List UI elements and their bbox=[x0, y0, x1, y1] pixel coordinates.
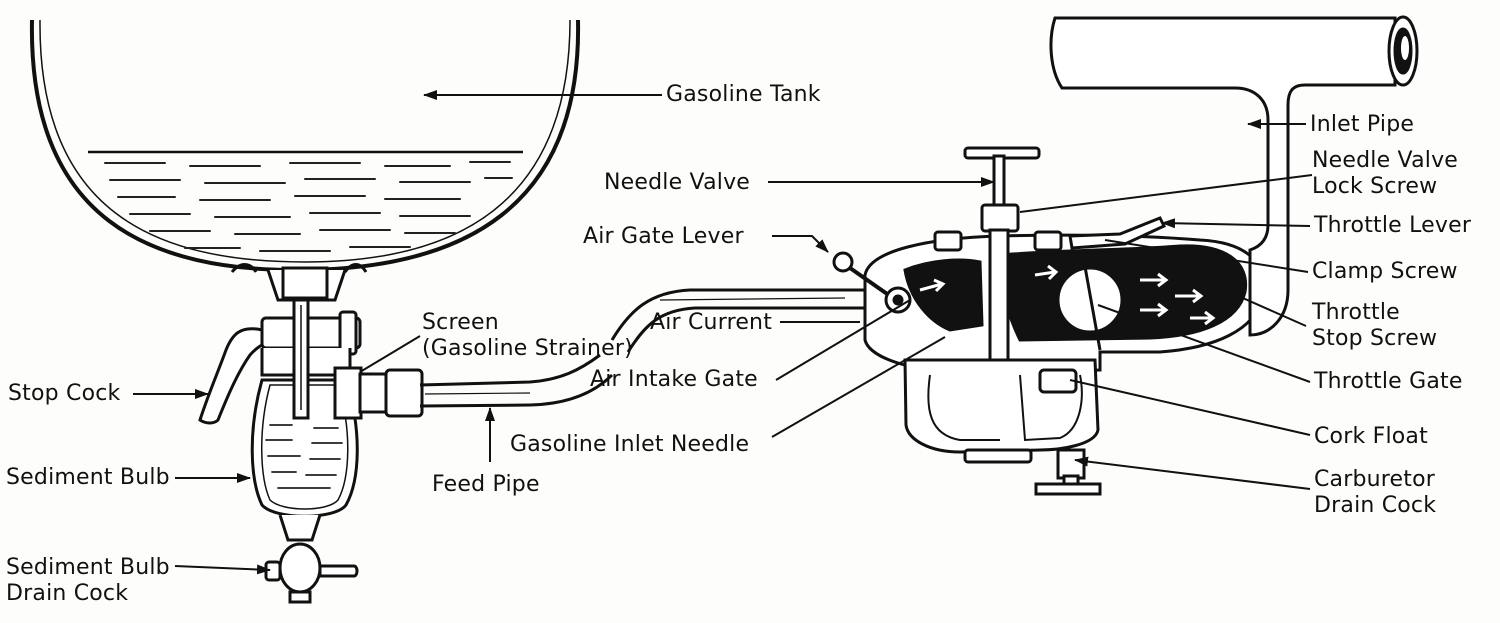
label-needle-valve-lock-screw-line1: Needle Valve bbox=[1312, 148, 1459, 173]
label-inlet-pipe: Inlet Pipe bbox=[1310, 112, 1415, 137]
label-clamp-screw: Clamp Screw bbox=[1312, 259, 1458, 284]
label-throttle-stop-screw: Throttle Stop Screw bbox=[1312, 300, 1437, 352]
leader-lines bbox=[133, 90, 1313, 575]
label-feed-pipe: Feed Pipe bbox=[432, 472, 540, 497]
label-carburetor-drain-cock-line2: Drain Cock bbox=[1314, 493, 1437, 518]
sediment-bulb-liquid bbox=[265, 424, 343, 489]
gasoline-liquid bbox=[104, 161, 513, 252]
label-screen-line1: Screen bbox=[422, 310, 499, 335]
label-cork-float: Cork Float bbox=[1314, 424, 1428, 449]
label-throttle-gate: Throttle Gate bbox=[1314, 369, 1463, 394]
label-needle-valve-lock-screw: Needle Valve Lock Screw bbox=[1312, 148, 1458, 200]
label-sediment-bulb-drain-cock-line1: Sediment Bulb bbox=[6, 555, 170, 580]
label-stop-cock: Stop Cock bbox=[8, 381, 121, 406]
label-sediment-bulb: Sediment Bulb bbox=[6, 465, 170, 490]
label-air-gate-lever: Air Gate Lever bbox=[583, 224, 744, 249]
label-carburetor-drain-cock: Carburetor Drain Cock bbox=[1314, 467, 1436, 519]
label-gasoline-inlet-needle: Gasoline Inlet Needle bbox=[510, 432, 750, 457]
label-throttle-stop-screw-line1: Throttle bbox=[1312, 300, 1400, 325]
label-needle-valve: Needle Valve bbox=[604, 170, 751, 195]
label-sediment-bulb-drain-cock-line2: Drain Cock bbox=[6, 581, 129, 606]
label-throttle-stop-screw-line2: Stop Screw bbox=[1312, 326, 1438, 351]
label-gasoline-tank: Gasoline Tank bbox=[666, 82, 821, 107]
label-throttle-lever: Throttle Lever bbox=[1314, 213, 1472, 238]
label-screen: Screen (Gasoline Strainer) bbox=[422, 310, 633, 362]
label-gasoline-strainer: (Gasoline Strainer) bbox=[422, 336, 633, 361]
carburetor bbox=[832, 146, 1265, 496]
label-needle-valve-lock-screw-line2: Lock Screw bbox=[1312, 174, 1438, 199]
sediment-bulb-assembly bbox=[198, 263, 424, 604]
air-intake-tube bbox=[610, 288, 865, 353]
label-sediment-bulb-drain-cock: Sediment Bulb Drain Cock bbox=[6, 555, 170, 607]
gasoline-tank bbox=[29, 19, 581, 273]
label-air-intake-gate: Air Intake Gate bbox=[590, 367, 758, 392]
label-carburetor-drain-cock-line1: Carburetor bbox=[1314, 467, 1436, 492]
label-air-current: Air Current bbox=[650, 310, 773, 335]
inlet-pipe bbox=[1049, 15, 1419, 337]
feed-pipe bbox=[419, 353, 614, 408]
